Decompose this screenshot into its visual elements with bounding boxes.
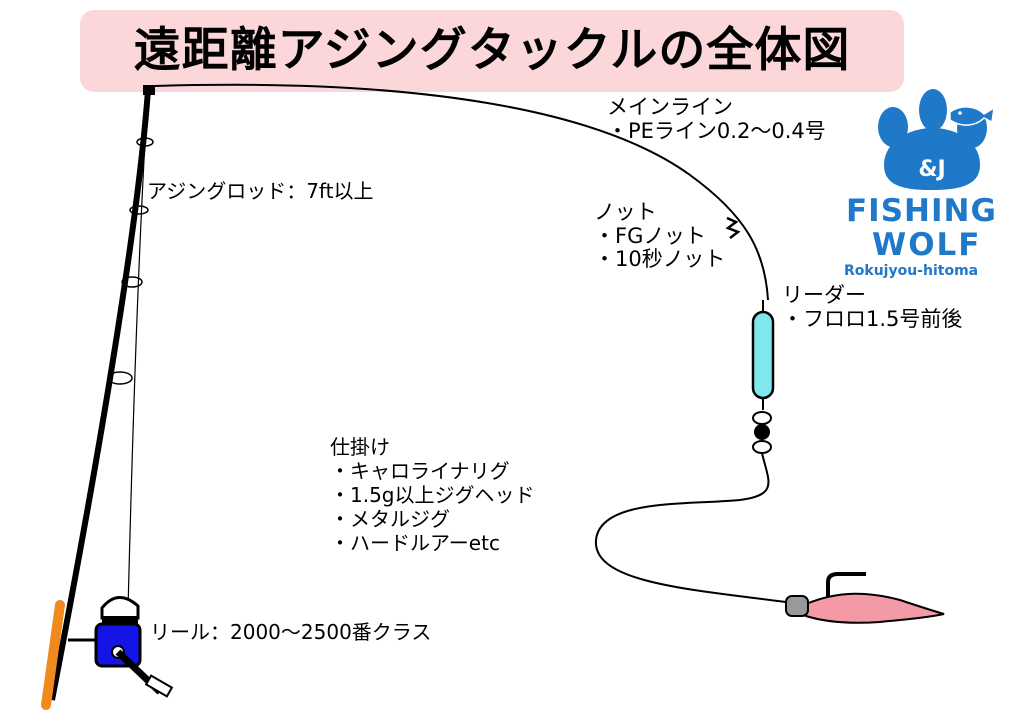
line-through-guides	[127, 89, 149, 611]
paw-toe	[919, 89, 947, 131]
page-title: 遠距離アジングタックルの全体図	[133, 23, 851, 78]
swivel-beads-icon	[752, 411, 772, 454]
knot-label: ノット ・FGノット ・10秒ノット	[594, 200, 726, 272]
paw-toe	[878, 107, 908, 147]
rod-label: アジングロッド：7ft以上	[147, 179, 374, 203]
rod-grip	[41, 600, 65, 710]
leader-label: リーダー ・フロロ1.5号前後	[782, 283, 963, 331]
rod-guide	[136, 137, 154, 147]
rig-label: 仕掛け ・キャロライナリグ ・1.5g以上ジグヘッド ・メタルジグ ・ハードルア…	[330, 435, 535, 555]
logo-paw-text: &J	[918, 157, 945, 182]
fishing-rod	[41, 85, 155, 710]
float-icon	[751, 310, 775, 400]
paw-pad	[884, 128, 980, 190]
rod-tip	[143, 85, 155, 95]
knot-icon	[725, 216, 741, 239]
rod-guide	[121, 276, 143, 288]
fish-icon	[949, 106, 995, 126]
rod-guide	[107, 371, 133, 385]
spinning-reel-icon	[68, 596, 174, 698]
leader-line	[594, 452, 801, 605]
fishing-wolf-logo: &J	[878, 89, 995, 190]
rod-guide	[129, 205, 149, 215]
main-line-label: メインライン ・PEライン0.2～0.4号	[607, 95, 826, 143]
jighead-lure-icon	[785, 572, 945, 624]
main-line	[154, 83, 769, 301]
reel-label: リール：2000～2500番クラス	[150, 620, 432, 644]
title-banner: 遠距離アジングタックルの全体図	[80, 10, 904, 92]
logo-word-fishing: FISHING	[846, 193, 997, 229]
logo-word-wolf: WOLF	[872, 227, 982, 263]
logo-subtitle: Rokujyou-hitoma	[844, 263, 979, 279]
